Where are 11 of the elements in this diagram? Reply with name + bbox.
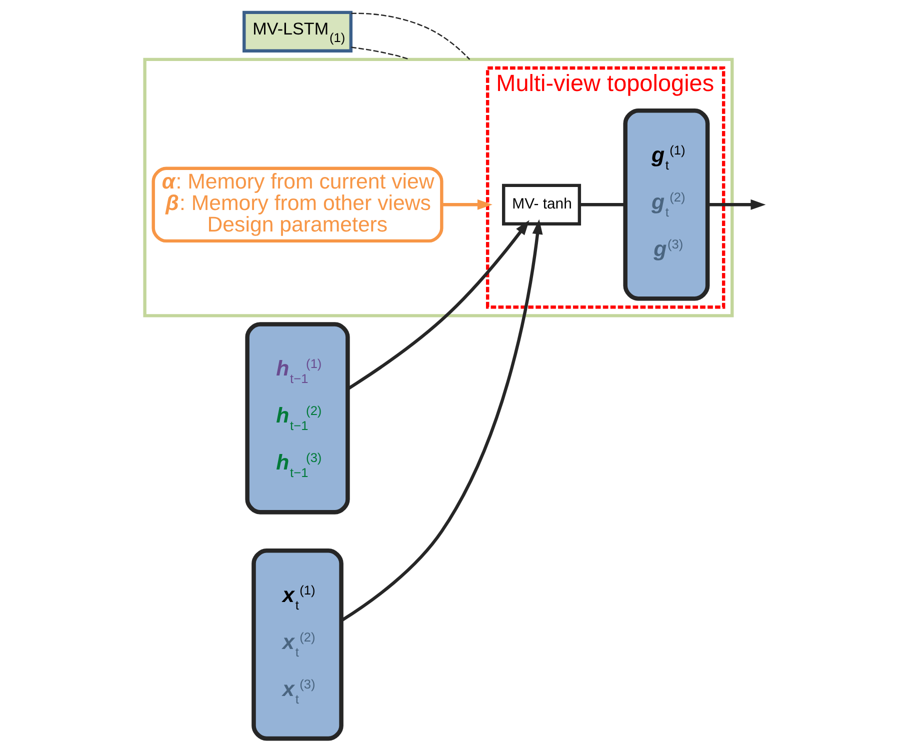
arrow bbox=[340, 219, 542, 622]
arrow bbox=[441, 199, 492, 210]
connector bbox=[578, 203, 625, 206]
arrow bbox=[707, 199, 766, 210]
node-box: α: Memory from current view β: Memory from other views Design parameters bbox=[151, 166, 443, 243]
connector bbox=[350, 12, 470, 60]
connector bbox=[350, 46, 410, 60]
cluster bbox=[142, 58, 734, 318]
node-box: MV- tanh bbox=[502, 184, 581, 226]
node-box: MV-LSTM$_{(1)}$ bbox=[242, 10, 352, 52]
arrow bbox=[346, 220, 529, 390]
